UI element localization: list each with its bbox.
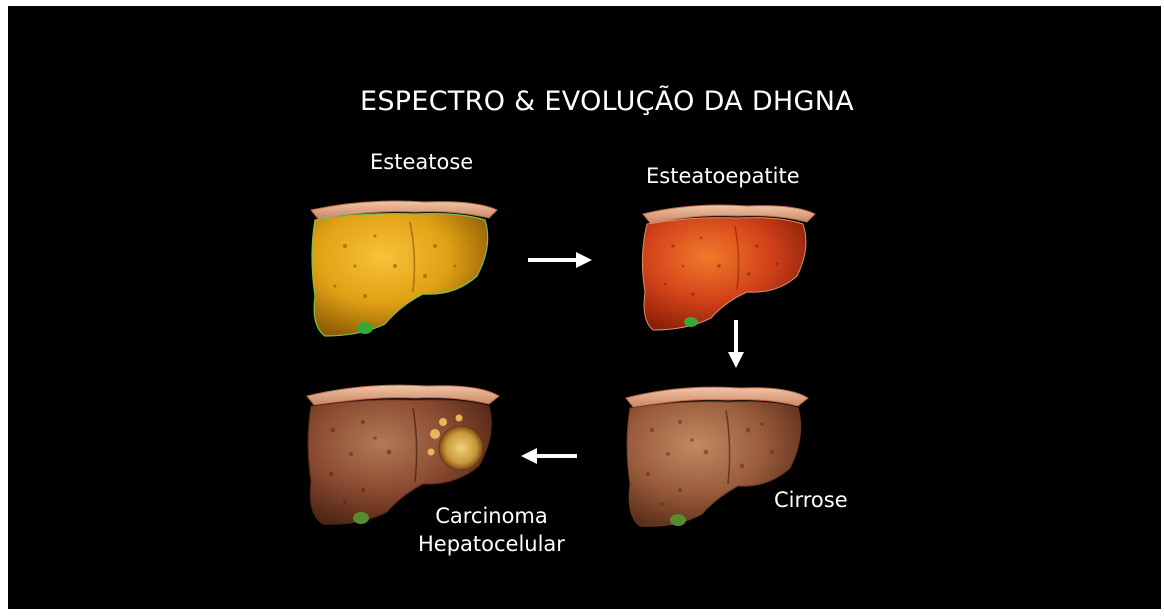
label-hepatocelular: Hepatocelular [418, 530, 565, 558]
label-carcinoma: Carcinoma [418, 502, 565, 530]
label-carcinoma-hepatocelular: Carcinoma Hepatocelular [418, 502, 565, 558]
arrow-down-icon [726, 318, 746, 370]
arrow-right-icon [526, 250, 594, 270]
steatosis-liver-illustration [305, 196, 500, 341]
arrow-left-icon [519, 446, 581, 466]
label-esteatose: Esteatose [370, 150, 473, 174]
steatohepatitis-liver-illustration [637, 200, 817, 335]
label-cirrose: Cirrose [774, 488, 848, 512]
label-esteatoepatite: Esteatoepatite [646, 164, 800, 188]
slide-title: ESPECTRO & EVOLUÇÃO DA DHGNA [360, 86, 854, 117]
